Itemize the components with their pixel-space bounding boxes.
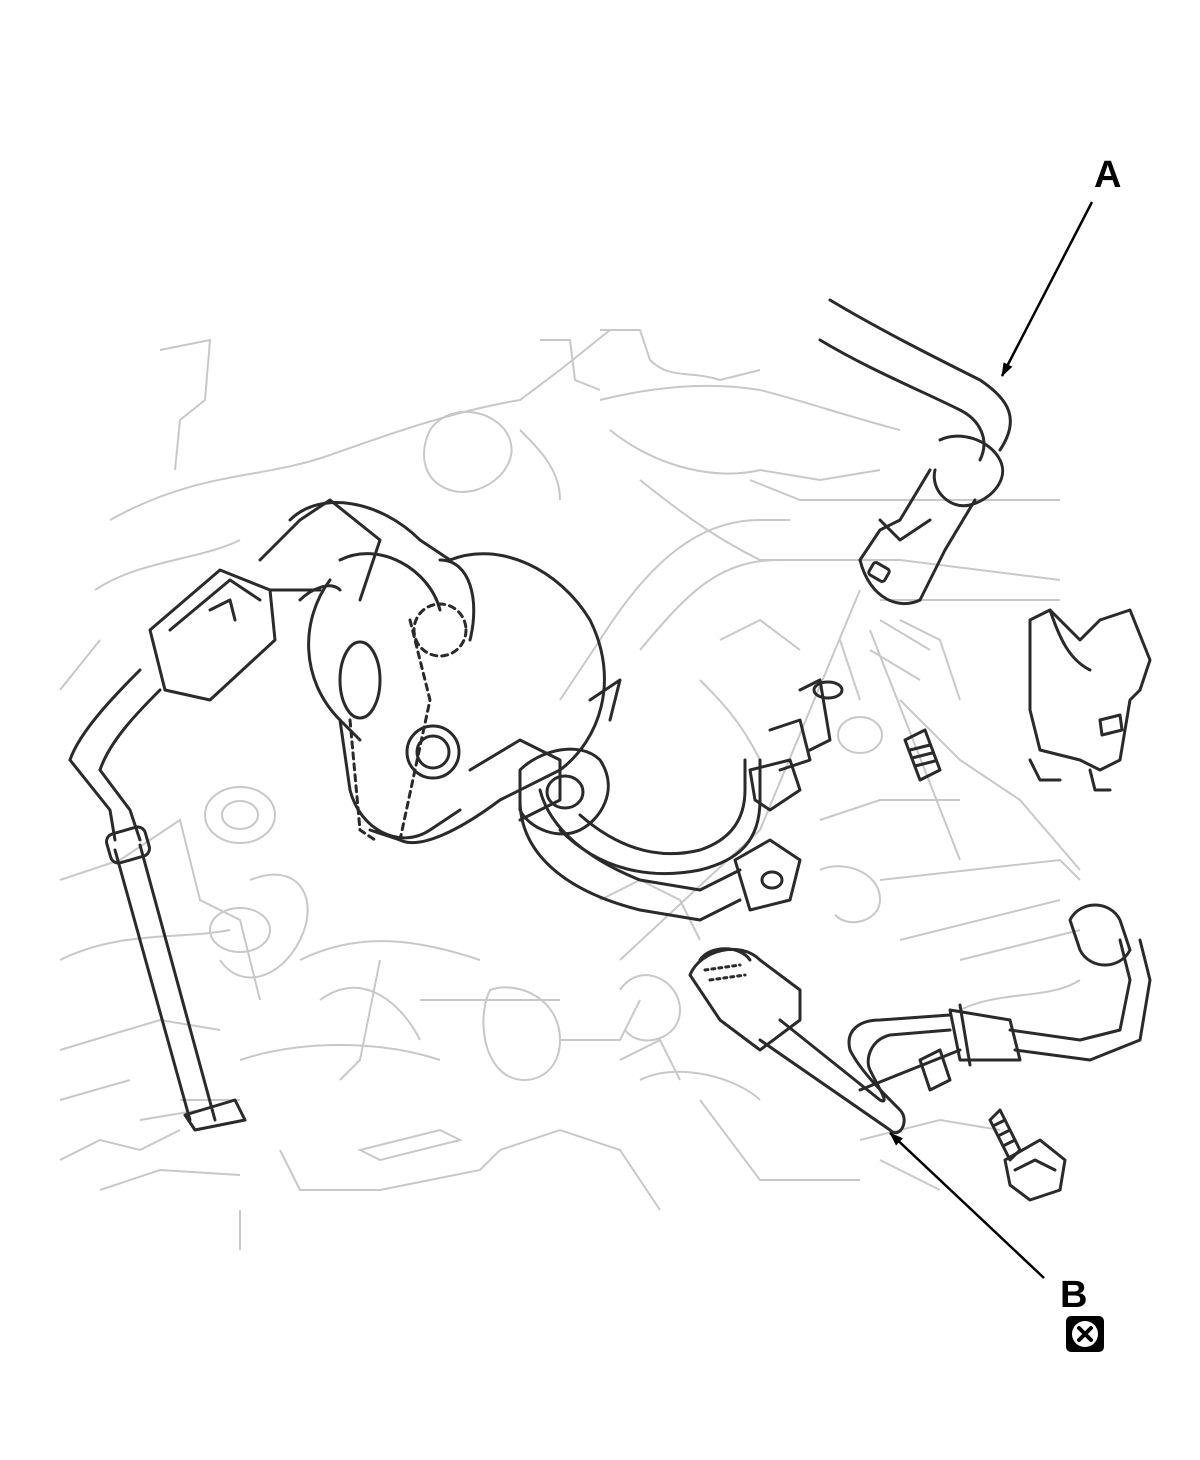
background-engine-parts bbox=[59, 329, 1081, 1250]
replace-part-x-icon bbox=[1066, 1316, 1104, 1352]
callout-b-label: B bbox=[1060, 1274, 1088, 1316]
callout-b-leader bbox=[889, 1132, 1045, 1279]
callout-a-label: A bbox=[1094, 154, 1122, 196]
callout-a-leader bbox=[1000, 201, 1094, 377]
fuel-line-components bbox=[68, 298, 1152, 1202]
